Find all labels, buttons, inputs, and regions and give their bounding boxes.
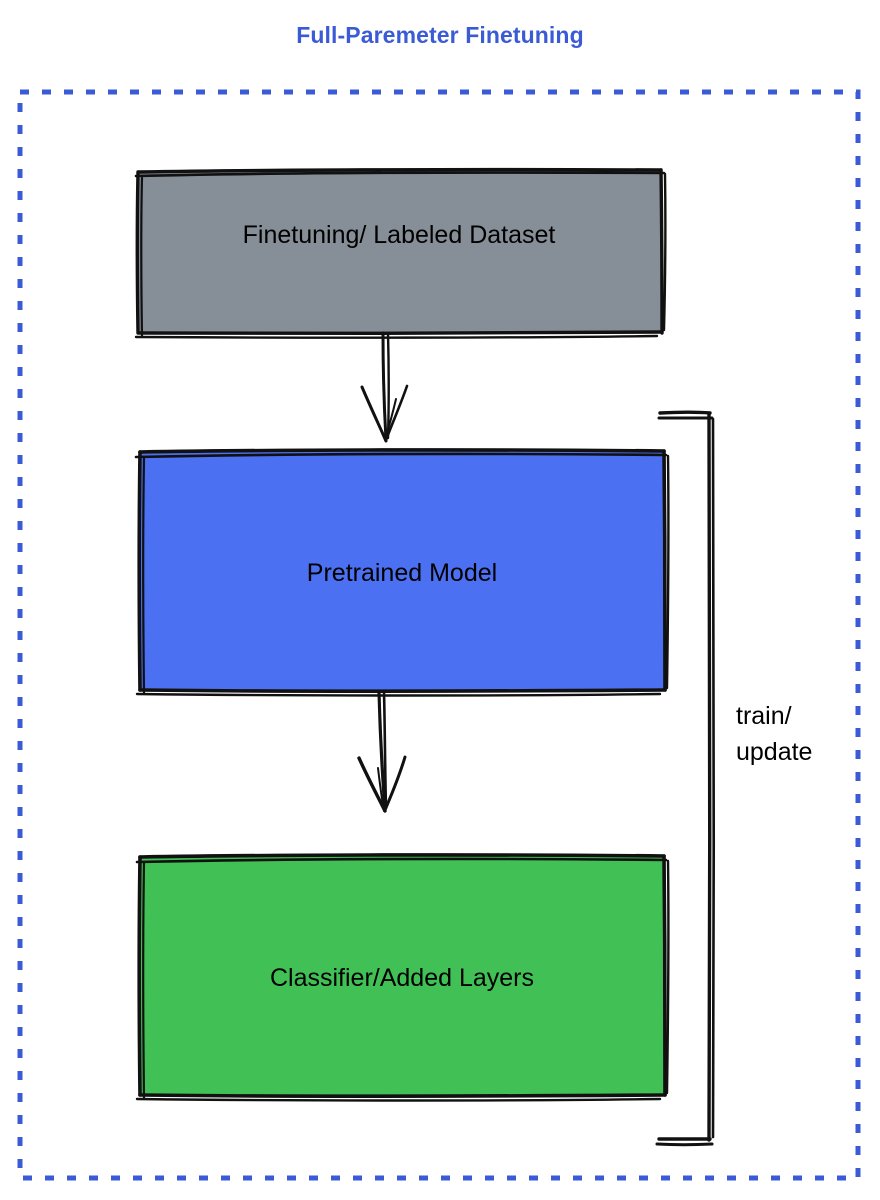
edge-label-train-update: train/ update <box>736 702 813 766</box>
edge-train-update-bracket <box>655 410 716 1147</box>
node-pretrained-shape[interactable] <box>134 448 670 697</box>
node-dataset-shape[interactable] <box>134 167 667 339</box>
node-classifier-shape[interactable] <box>135 853 670 1102</box>
dashed-container-border <box>17 89 861 1181</box>
page-title: Full-Paremeter Finetuning <box>296 22 584 48</box>
edge-pretrained-to-classifier <box>357 690 407 813</box>
edge-dataset-to-pretrained <box>360 331 409 443</box>
